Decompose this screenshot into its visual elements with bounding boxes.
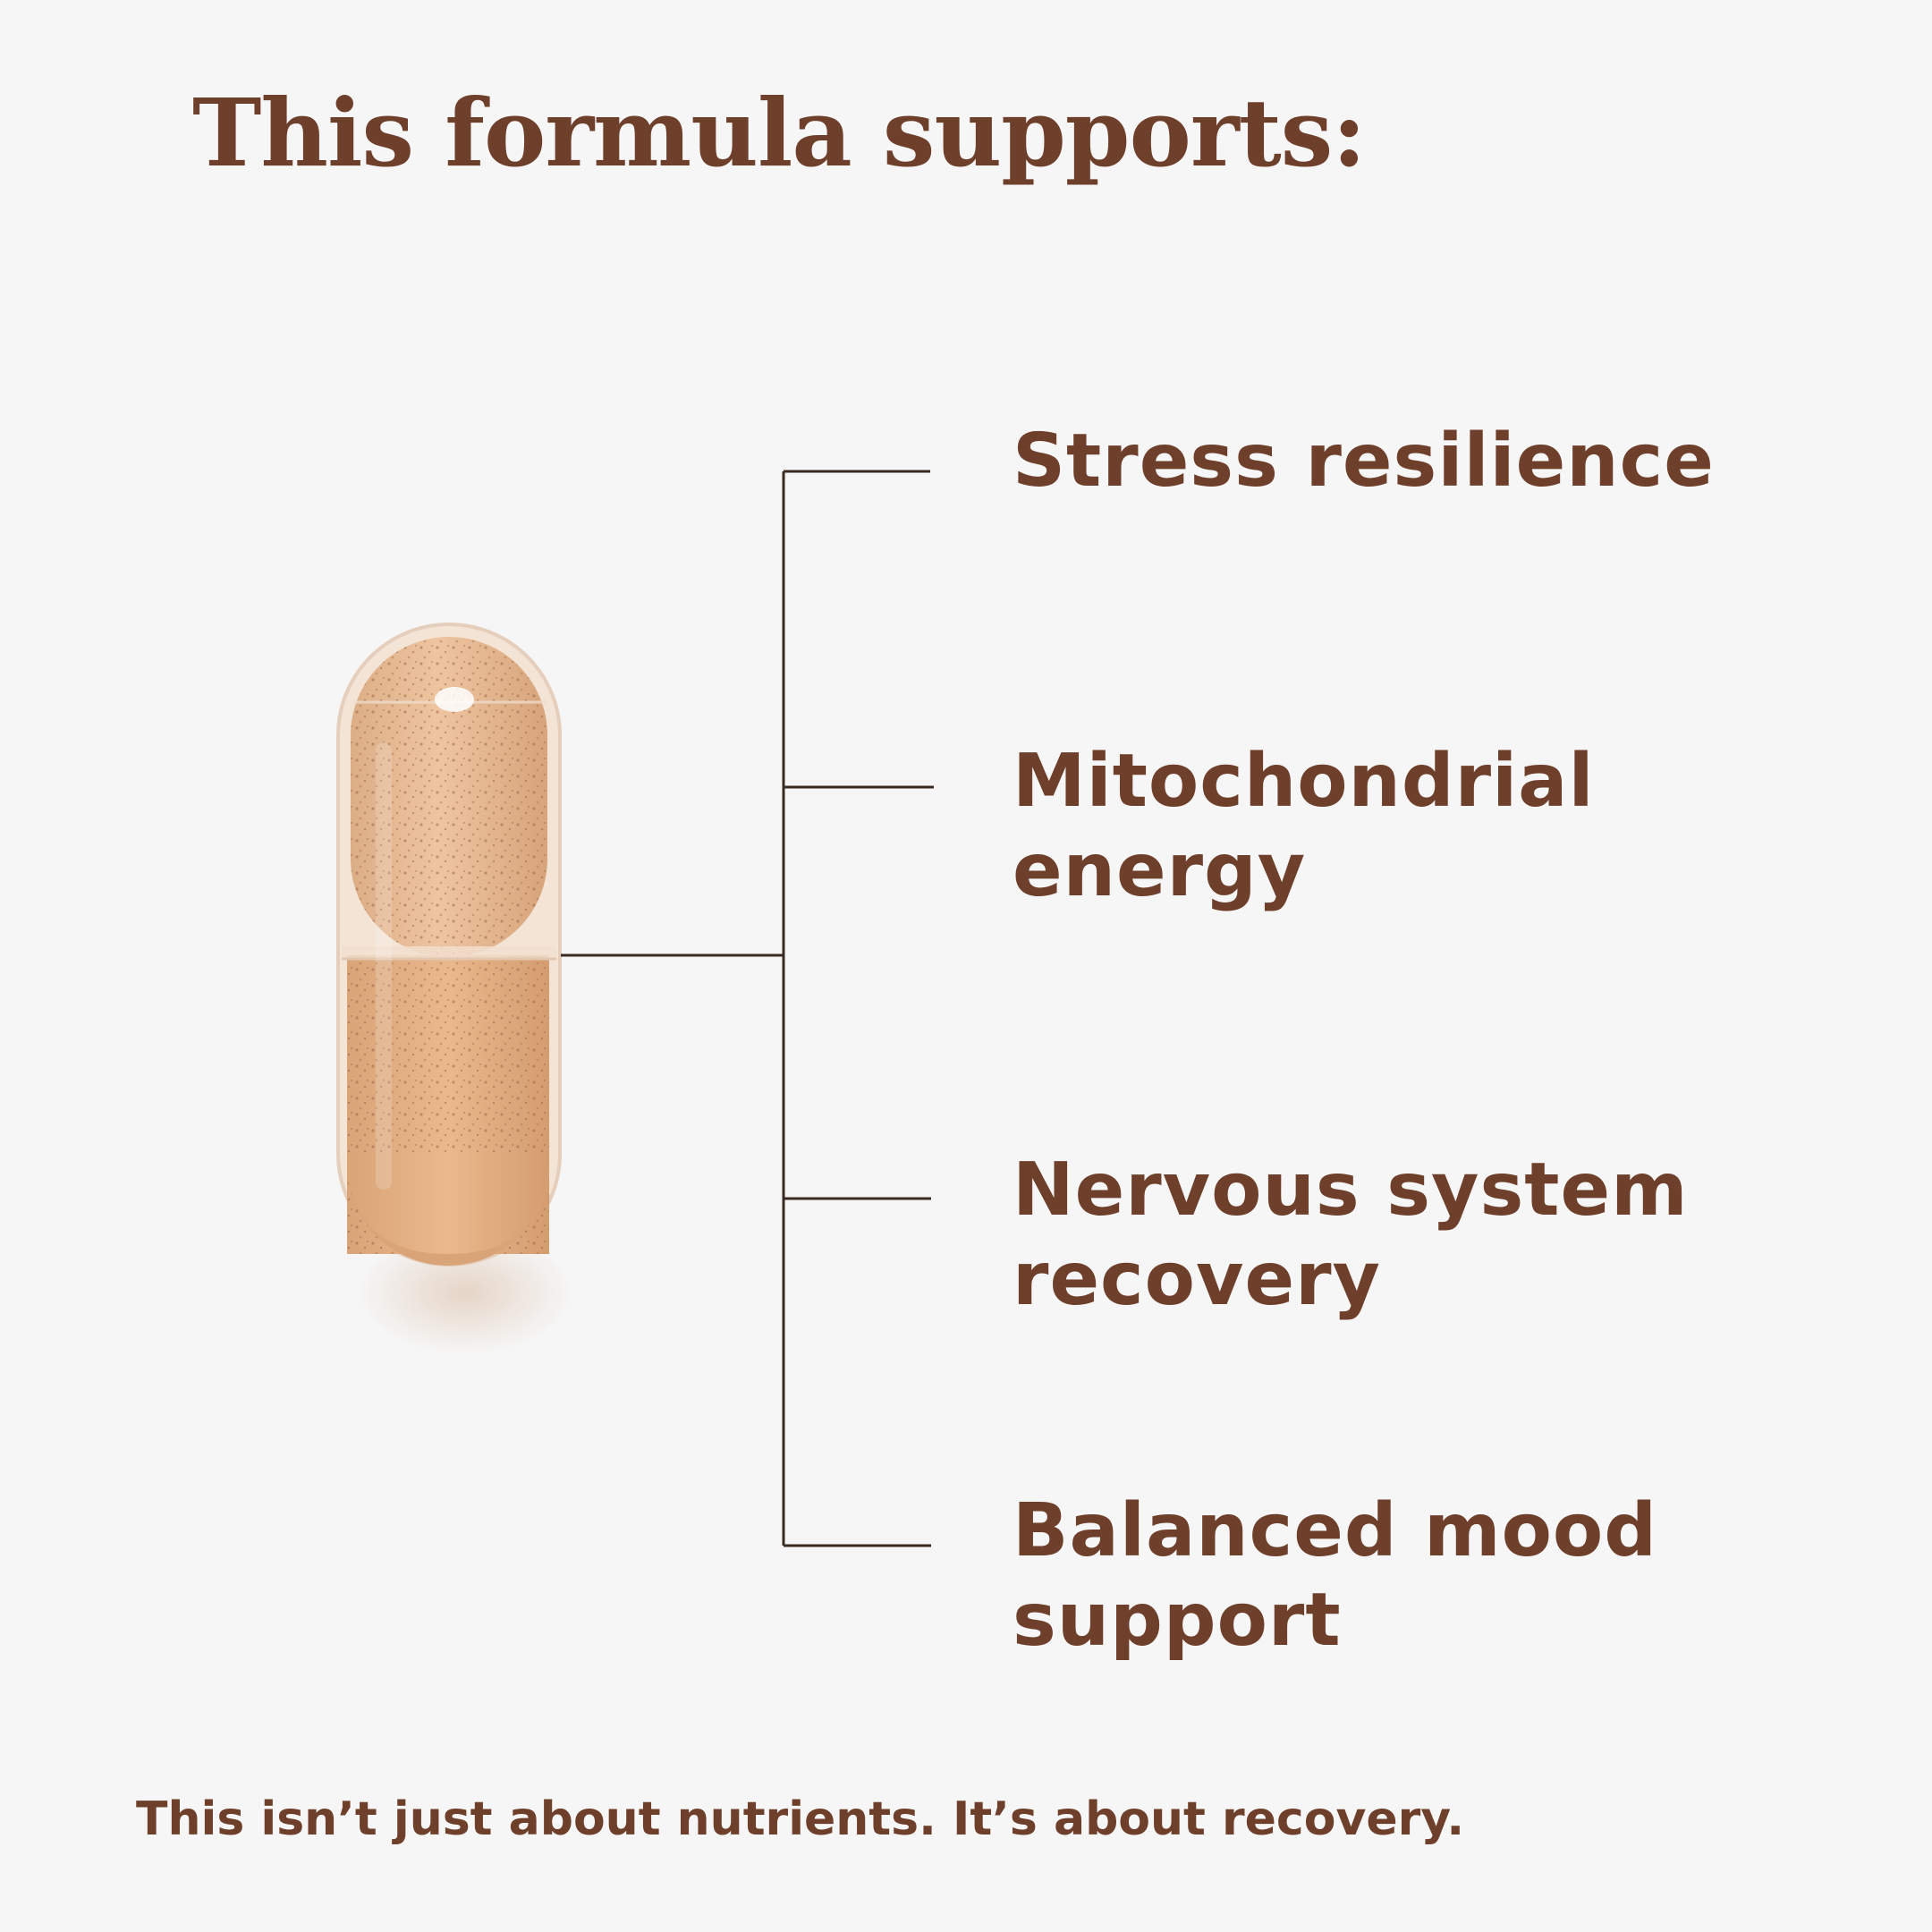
benefit-label-line1: Nervous system xyxy=(1013,1148,1689,1233)
benefit-stress-resilience: Stress resilience xyxy=(1013,417,1715,506)
capsule-image xyxy=(336,623,562,1267)
benefit-label-line1: Stress resilience xyxy=(1013,419,1715,504)
benefit-label-line1: Mitochondrial xyxy=(1013,739,1595,824)
footer-tagline: This isn’t just about nutrients. It’s ab… xyxy=(136,1792,1465,1846)
capsule-shadow xyxy=(358,1230,572,1355)
benefit-balanced-mood-support: Balanced mood support xyxy=(1013,1487,1657,1665)
benefit-mitochondrial-energy: Mitochondrial energy xyxy=(1013,737,1595,916)
connector-lines xyxy=(561,470,934,1547)
benefit-nervous-system-recovery: Nervous system recovery xyxy=(1013,1146,1689,1325)
page-title: This formula supports: xyxy=(192,78,1367,188)
benefit-label-line1: Balanced mood xyxy=(1013,1488,1657,1573)
benefit-label-line2: energy xyxy=(1013,828,1307,914)
benefit-label-line2: recovery xyxy=(1013,1237,1381,1323)
benefit-label-line2: support xyxy=(1013,1578,1342,1664)
